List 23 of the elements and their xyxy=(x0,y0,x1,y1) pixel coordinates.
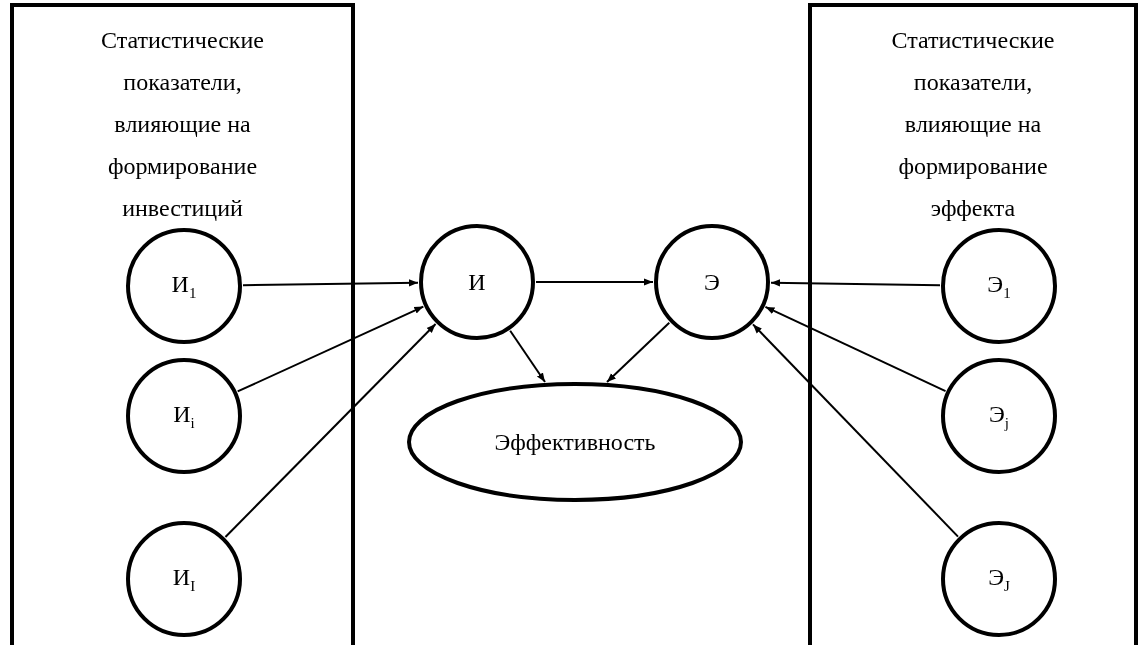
arrow xyxy=(242,279,419,287)
arrow xyxy=(764,305,947,393)
arrow xyxy=(509,329,546,383)
arrow xyxy=(224,323,437,538)
node-label: И xyxy=(468,270,486,294)
arrow xyxy=(770,279,941,287)
node-label: Э$_{1}$ xyxy=(987,271,1011,301)
arrow xyxy=(606,321,671,383)
node-label: И$_{1}$ xyxy=(171,271,197,301)
node-label: И$_{I}$ xyxy=(172,564,196,594)
panel xyxy=(10,3,355,645)
node-label: И$_{i}$ xyxy=(173,401,195,431)
arrow xyxy=(535,278,654,286)
arrow xyxy=(236,305,425,393)
panel-heading: Статистические показатели, влияющие на формирование эффекта xyxy=(890,26,1056,223)
node-label: Э$_{J}$ xyxy=(988,564,1010,594)
arrow xyxy=(752,323,959,538)
node-label: Эффективность xyxy=(494,430,656,454)
node-label: Э xyxy=(704,270,720,294)
panel xyxy=(808,3,1138,645)
ellipse-node xyxy=(407,382,743,502)
panel-heading: Статистические показатели, влияющие на формирование инвестиций xyxy=(100,26,265,223)
node-label: Э$_{j}$ xyxy=(989,401,1009,431)
